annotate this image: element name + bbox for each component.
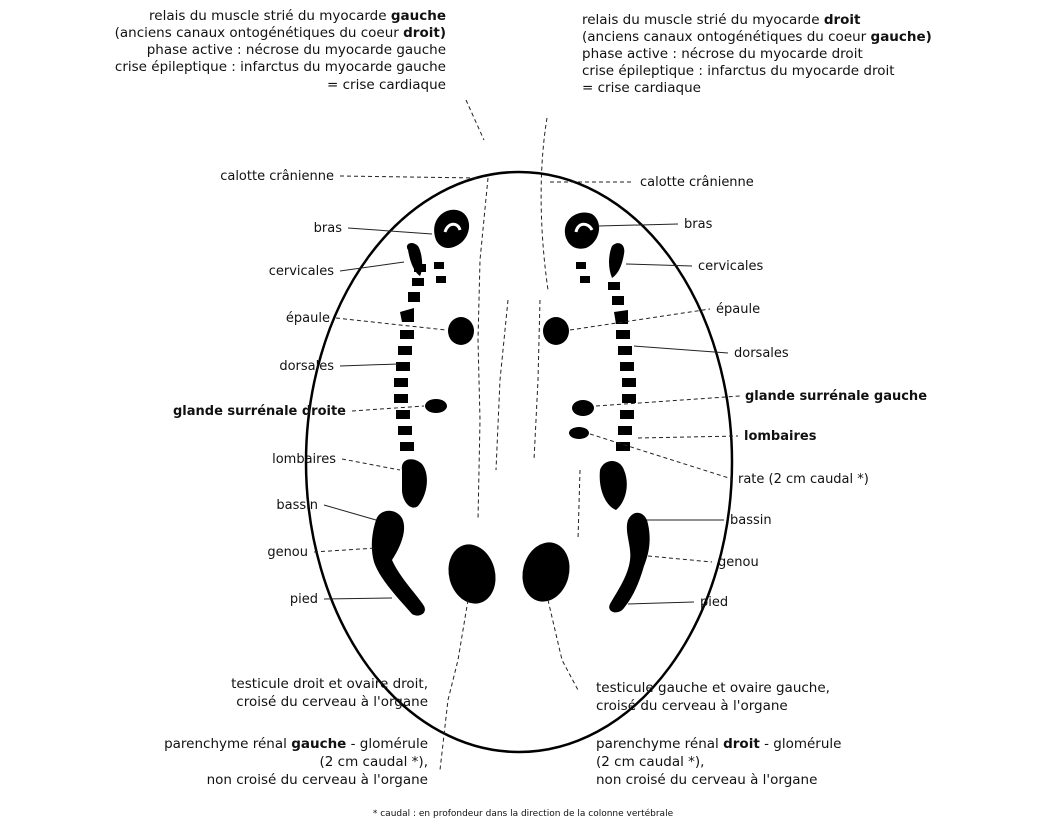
top-right-line2-text: (anciens canaux ontogénétiques du coeur [582,29,871,45]
bottom-right-caption: testicule gauche et ovaire gauche, crois… [596,680,841,788]
bottom-right-line3-end: - glomérule [760,736,842,752]
footnote: * caudal : en profondeur dans la directi… [373,808,674,819]
bottom-right-line5: non croisé du cerveau à l'organe [596,772,817,788]
top-right-line1-emph: droit [824,12,861,28]
leader-top-left [466,100,484,140]
top-left-line1-emph: gauche [391,8,446,24]
top-left-line2-text: (anciens canaux ontogénétiques du coeur [115,25,404,41]
right-label-pied: pied [700,595,728,610]
right-labels: calotte crânienne bras cervicales épaule… [640,175,927,610]
svg-text:parenchyme rénal droit - glomé: parenchyme rénal droit - glomérule [596,736,841,752]
left-label-lombaires: lombaires [272,452,336,467]
left-label-bassin: bassin [276,498,318,513]
brain-outline [306,172,732,752]
top-left-line1-text: relais du muscle strié du myocarde [149,8,391,24]
top-right-line1-text: relais du muscle strié du myocarde [582,12,824,28]
right-label-cervicales: cervicales [698,259,764,274]
right-bassin-genou-spot [609,513,649,613]
left-label-surrenale: glande surrénale droite [173,404,346,419]
bottom-left-line1: testicule droit et ovaire droit, [231,676,428,692]
svg-text:parenchyme rénal gauche - glom: parenchyme rénal gauche - glomérule [164,736,428,752]
left-relay-spots [372,210,502,616]
right-label-bras: bras [684,217,713,232]
bottom-left-line4: (2 cm caudal *), [320,754,428,770]
top-left-line3: phase active : nécrose du myocarde gauch… [147,42,446,58]
top-left-line2-emph: droit) [403,25,446,41]
right-label-dorsales: dorsales [734,346,789,361]
bottom-right-line1: testicule gauche et ovaire gauche, [596,680,830,696]
leader-bottom-right [548,600,578,690]
right-label-calotte: calotte crânienne [640,175,754,190]
left-label-bras: bras [314,221,343,236]
top-right-line5: = crise cardiaque [582,80,701,96]
left-label-dorsales: dorsales [279,359,334,374]
right-rate-spot [569,427,589,439]
bottom-right-line2: croisé du cerveau à l'organe [596,698,788,714]
right-label-lombaires: lombaires [744,429,817,444]
left-label-epaule: épaule [286,311,330,326]
leader-top-right [541,118,548,290]
bottom-left-line5: non croisé du cerveau à l'organe [207,772,428,788]
bottom-left-line3-end: - glomérule [346,736,428,752]
svg-text:relais du muscle strié du myoc: relais du muscle strié du myocarde gauch… [149,8,446,24]
right-cervicales-spot [609,243,624,278]
right-label-bassin: bassin [730,513,772,528]
top-left-caption: relais du muscle strié du myocarde gauch… [115,8,446,93]
leader-bottom-left [440,600,468,770]
top-left-line5: = crise cardiaque [327,77,446,93]
right-label-genou: genou [718,555,759,570]
top-right-line2-emph: gauche) [871,29,932,45]
bottom-right-line4: (2 cm caudal *), [596,754,704,770]
svg-text:(anciens canaux ontogénétiques: (anciens canaux ontogénétiques du coeur … [582,29,932,45]
top-left-line4: crise épileptique : infarctus du myocard… [115,59,446,75]
top-right-line3: phase active : nécrose du myocarde droit [582,46,863,62]
left-surrenale-spot [425,399,447,413]
left-label-genou: genou [267,545,308,560]
top-right-caption: relais du muscle strié du myocarde droit… [582,12,932,96]
right-testicule-spot [516,537,576,607]
left-label-cervicales: cervicales [269,264,335,279]
right-label-rate: rate (2 cm caudal *) [738,472,869,487]
bottom-left-line3-emph: gauche [291,736,346,752]
left-epaule-spot [448,317,474,345]
bottom-left-line3-text: parenchyme rénal [164,736,291,752]
right-surrenale-spot [572,400,594,416]
left-label-pied: pied [290,592,318,607]
inner-leaders [478,178,580,540]
svg-text:relais du muscle strié du myoc: relais du muscle strié du myocarde droit [582,12,861,28]
right-bras-spot [565,212,599,248]
left-label-calotte: calotte crânienne [220,169,334,184]
left-bassin-genou-spot [372,511,425,616]
right-lombaires-spot [600,461,627,510]
right-label-surrenale: glande surrénale gauche [745,389,927,404]
left-testicule-spot [442,539,502,609]
bottom-right-line3-emph: droit [723,736,760,752]
right-epaule-spot [543,317,569,345]
right-label-epaule: épaule [716,302,760,317]
bottom-right-line3-text: parenchyme rénal [596,736,723,752]
left-labels: calotte crânienne bras cervicales épaule… [173,169,346,607]
bottom-left-line2: croisé du cerveau à l'organe [236,694,428,710]
left-bras-spot [434,210,469,248]
top-right-line4: crise épileptique : infarctus du myocard… [582,63,895,79]
svg-text:(anciens canaux ontogénétiques: (anciens canaux ontogénétiques du coeur … [115,25,446,41]
left-lombaires-spot [402,459,427,507]
